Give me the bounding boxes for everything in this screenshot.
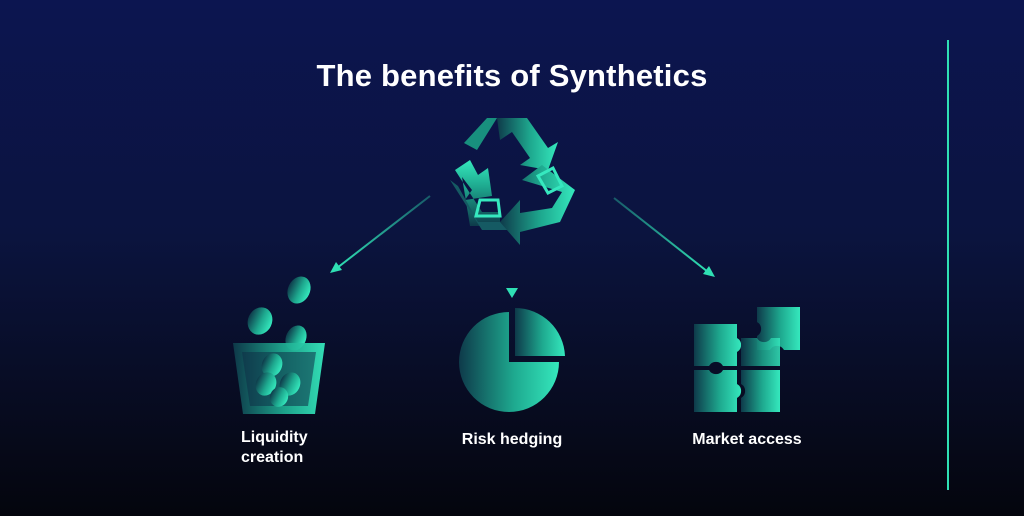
recycle-icon — [450, 118, 575, 245]
label-liquidity-line2: creation — [241, 449, 304, 466]
label-liquidity-line1: Liquidity — [241, 429, 308, 446]
page-title: The benefits of Synthetics — [316, 58, 708, 93]
arrow-to-liquidity — [330, 195, 431, 273]
coin-basket-icon — [233, 276, 325, 414]
label-market-access: Market access — [692, 431, 802, 448]
arrow-to-market — [613, 197, 715, 277]
puzzle-icon — [694, 307, 800, 412]
frame — [170, 39, 949, 491]
label-liquidity-creation: Liquidity creation — [241, 428, 351, 468]
label-risk-hedging: Risk hedging — [461, 431, 563, 448]
pie-chart-icon — [459, 307, 565, 412]
arrow-to-risk — [506, 240, 518, 298]
